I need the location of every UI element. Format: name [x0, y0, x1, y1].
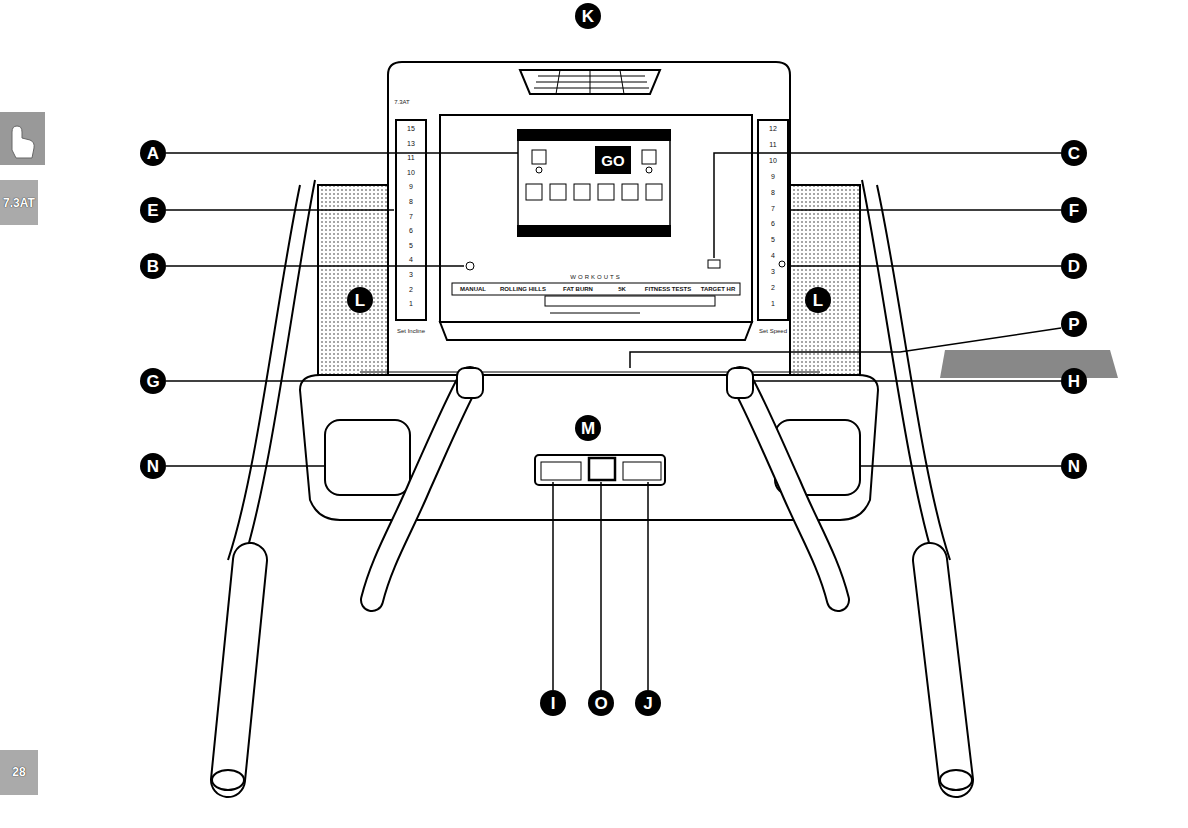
console-body [300, 62, 878, 520]
level-button-number: 13 [407, 139, 415, 146]
level-button-number: 8 [771, 188, 775, 195]
level-button-number: 9 [409, 183, 413, 190]
workout-button-text: FITNESS TESTS [645, 286, 691, 292]
leader-lines [166, 153, 1061, 690]
callout-letter: M [575, 415, 601, 441]
page-tab-text: 7.3AT [3, 197, 35, 209]
level-button-number: 7 [409, 212, 413, 219]
level-button-number: 2 [771, 284, 775, 291]
workout-button-text: 5K [618, 286, 626, 292]
callout-letter: I [540, 690, 566, 716]
callout-letter: G [140, 368, 166, 394]
workout-button-text: TARGET HR [701, 286, 736, 292]
level-button-number: 10 [769, 156, 777, 163]
level-button-number: 4 [771, 252, 775, 259]
callout-letter: O [588, 690, 614, 716]
callout-letter: H [1061, 368, 1087, 394]
workout-button-text: ROLLING HILLS [500, 286, 546, 292]
page-tab-text: 28 [12, 766, 25, 778]
callout-letter: L [347, 287, 373, 313]
long-handles [212, 560, 972, 790]
callout-letter: L [805, 287, 831, 313]
level-button-number: 1 [771, 299, 775, 306]
level-button-number: 4 [409, 256, 413, 263]
level-button-number: 2 [409, 285, 413, 292]
callout-letter: D [1061, 253, 1087, 279]
level-button-number: 12 [769, 125, 777, 132]
console-text: Set Incline [397, 328, 425, 334]
callout-letter: K [575, 3, 601, 29]
level-button-number: 9 [771, 172, 775, 179]
console-text: Set Speed [759, 328, 787, 334]
go-button-text: GO [601, 153, 624, 168]
callout-letter: J [635, 690, 661, 716]
callout-letter: N [1061, 453, 1087, 479]
level-button-number: 10 [407, 168, 415, 175]
handlebars [372, 368, 838, 600]
callout-letter: C [1061, 140, 1087, 166]
level-button-number: 11 [769, 140, 776, 147]
level-button-number: 6 [409, 227, 413, 234]
workouts-heading: WORKOUTS [570, 274, 621, 280]
level-button-number: 3 [409, 271, 413, 278]
level-button-number: 3 [771, 268, 775, 275]
level-button-number: 7 [771, 204, 775, 211]
level-button-number: 8 [409, 198, 413, 205]
level-button-number: 11 [407, 154, 414, 161]
level-button-number: 6 [771, 220, 775, 227]
callout-letter: P [1061, 311, 1087, 337]
callout-letter: A [140, 140, 166, 166]
workout-button-text: FAT BURN [563, 286, 593, 292]
callout-letter: N [140, 453, 166, 479]
level-button-number: 5 [771, 236, 775, 243]
level-button-number: 5 [409, 241, 413, 248]
callout-letter: E [140, 197, 166, 223]
workout-button-text: MANUAL [460, 286, 486, 292]
level-button-number: 1 [409, 300, 413, 307]
level-button-number: 15 [407, 125, 415, 132]
console-text: 7.3AT [394, 99, 410, 105]
page-tabs [0, 112, 1118, 795]
callout-letter: F [1061, 197, 1087, 223]
callout-letter: B [140, 253, 166, 279]
